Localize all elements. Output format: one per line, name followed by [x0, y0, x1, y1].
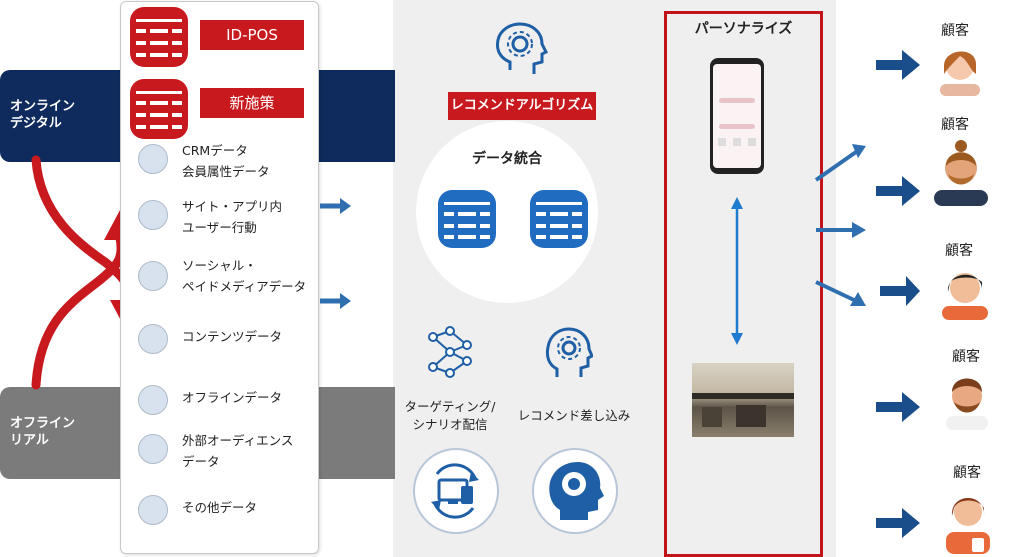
customer-avatar-icon — [942, 273, 988, 320]
database-icon — [138, 495, 168, 525]
customer-arrows — [876, 50, 920, 538]
integrated-database-icon — [530, 190, 588, 248]
customer-avatar-icon — [946, 378, 988, 430]
smartphone-icon — [710, 58, 764, 174]
audience-icon — [138, 434, 168, 464]
new-measure-label: 新施策 — [200, 88, 304, 118]
customer-label: 顧客 — [952, 349, 980, 365]
source-label: 外部オーディエンス データ — [182, 433, 294, 469]
store-photo — [692, 363, 794, 437]
source-label: サイト・アプリ内 ユーザー行動 — [182, 199, 283, 235]
ai-head-icon — [545, 327, 593, 377]
site-analytics-icon — [138, 200, 168, 230]
source-label: オフラインデータ — [182, 390, 283, 405]
new-measure-database-icon — [130, 79, 188, 139]
integrated-database-icon — [438, 190, 496, 248]
idpos-database-icon — [130, 7, 188, 67]
recommend-insert-label: レコメンド差し込み — [517, 408, 631, 423]
scenario-delivery-icon — [431, 463, 479, 519]
offline-real-label: オフライン リアル — [10, 416, 76, 448]
customer-avatar-icon — [940, 51, 980, 96]
customer-label: 顧客 — [953, 465, 981, 481]
customer-avatar-icon — [934, 140, 988, 206]
customer-label: 顧客 — [941, 23, 969, 39]
vertical-double-arrow — [731, 197, 743, 345]
source-label: その他データ — [182, 500, 258, 515]
neural-network-icon — [428, 326, 472, 378]
personalize-title: パーソナライズ — [694, 21, 793, 37]
targeting-label: ターゲティング/ シナリオ配信 — [404, 399, 496, 432]
ai-profile-icon — [549, 462, 604, 520]
online-digital-label: オンライン デジタル — [10, 99, 76, 131]
social-icon — [138, 261, 168, 291]
personalize-to-customer-arrows — [814, 144, 866, 306]
source-label: CRMデータ 会員属性データ — [182, 143, 270, 179]
customer-label: 顧客 — [945, 243, 973, 259]
source-label: ソーシャル・ ペイドメディアデータ — [182, 258, 307, 294]
source-label: コンテンツデータ — [182, 329, 283, 344]
offline-database-icon — [138, 385, 168, 415]
data-integration-label: データ統合 — [472, 151, 542, 167]
recommend-algorithm-label: レコメンドアルゴリズム — [448, 92, 596, 120]
customer-label: 顧客 — [941, 117, 969, 133]
ai-brain-icon — [496, 22, 549, 74]
document-icon — [138, 324, 168, 354]
source-to-center-arrows — [320, 198, 351, 309]
idpos-label: ID-POS — [200, 20, 304, 50]
member-card-icon — [138, 144, 168, 174]
customer-avatar-icon — [946, 498, 990, 554]
